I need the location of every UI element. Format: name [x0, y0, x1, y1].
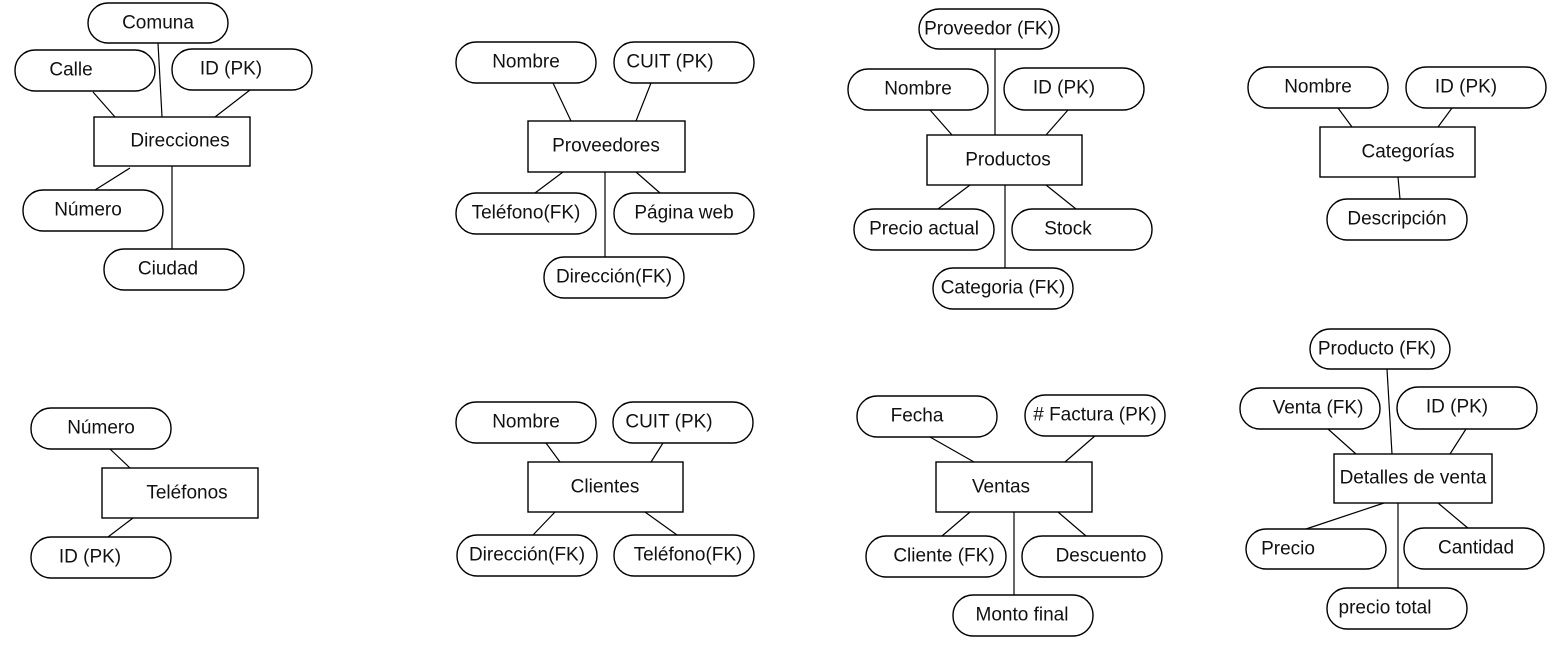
entity-group-proveedores: Proveedores Nombre CUIT (PK) Teléfono(FK…: [455, 41, 755, 299]
attr-categorias-nombre: [1247, 66, 1389, 109]
attr-clientes-telefono-label: Teléfono(FK): [634, 545, 743, 566]
attr-ventas-monto-final-label: Monto final: [976, 605, 1069, 626]
entity-telefonos-label: Teléfonos: [146, 483, 227, 504]
attr-categorias-descripcion: [1326, 198, 1468, 241]
attr-direcciones-id: [171, 48, 313, 91]
entity-detalles: [1333, 453, 1493, 504]
attr-productos-proveedor-label: Proveedor (FK): [924, 19, 1054, 40]
attr-productos-categoria-label: Categoria (FK): [941, 278, 1066, 299]
attr-proveedores-direccion: [543, 256, 685, 299]
entity-direcciones-label: Direcciones: [130, 131, 229, 152]
attr-direcciones-calle-label: Calle: [49, 60, 92, 81]
entity-telefonos: [101, 467, 259, 519]
attr-telefonos-numero-label: Número: [67, 418, 135, 439]
attr-ventas-cliente: [865, 535, 1007, 578]
attr-detalles-precio: [1245, 528, 1387, 570]
entity-direcciones: [93, 116, 251, 167]
attr-productos-stock-label: Stock: [1044, 219, 1092, 240]
attr-ventas-fecha: [856, 395, 998, 438]
attr-productos-nombre: [847, 68, 989, 111]
entity-group-telefonos: Teléfonos Número ID (PK): [30, 407, 259, 579]
entity-productos-label: Productos: [965, 150, 1051, 171]
attr-categorias-descripcion-label: Descripción: [1347, 209, 1446, 230]
entity-detalles-label: Detalles de venta: [1340, 468, 1487, 489]
attr-ventas-monto-final: [952, 594, 1094, 637]
entity-ventas-label: Ventas: [972, 477, 1030, 498]
entity-proveedores-label: Proveedores: [552, 136, 660, 157]
attr-direcciones-numero: [22, 189, 164, 232]
attr-detalles-id-label: ID (PK): [1426, 397, 1488, 418]
attr-detalles-id: [1396, 386, 1538, 430]
attr-proveedores-pagina-web-label: Página web: [634, 203, 733, 224]
attr-detalles-precio-total: [1326, 587, 1468, 630]
attr-categorias-id-label: ID (PK): [1435, 77, 1497, 98]
attr-clientes-direccion-label: Dirección(FK): [469, 545, 585, 566]
attr-proveedores-telefono: [455, 192, 597, 235]
attr-proveedores-telefono-label: Teléfono(FK): [472, 203, 581, 224]
attr-categorias-id: [1405, 66, 1547, 109]
attr-detalles-precio-total-label: precio total: [1339, 598, 1432, 619]
attr-direcciones-numero-label: Número: [54, 200, 122, 221]
attr-productos-id: [1003, 67, 1145, 111]
attr-ventas-factura: [1024, 394, 1166, 437]
attr-clientes-cuit-label: CUIT (PK): [625, 412, 712, 433]
attr-proveedores-cuit: [613, 41, 755, 84]
entity-group-clientes: Clientes Nombre CUIT (PK) Dirección(FK) …: [455, 401, 755, 577]
attr-detalles-cantidad-label: Cantidad: [1438, 538, 1514, 559]
entity-categorias-label: Categorías: [1362, 142, 1455, 163]
attr-clientes-nombre-label: Nombre: [492, 412, 560, 433]
attr-clientes-telefono: [613, 534, 755, 577]
entity-group-ventas: Ventas Fecha # Factura (PK) Cliente (FK)…: [856, 394, 1166, 637]
attr-productos-stock: [1011, 208, 1153, 251]
attr-productos-precio-actual: [853, 208, 995, 251]
attr-direcciones-id-label: ID (PK): [200, 59, 262, 80]
attr-ventas-cliente-label: Cliente (FK): [893, 546, 994, 567]
attr-clientes-nombre: [455, 401, 597, 444]
attr-ventas-fecha-label: Fecha: [891, 406, 944, 427]
entity-group-direcciones: Direcciones Comuna Calle ID (PK) Número …: [14, 2, 313, 291]
attr-ventas-descuento-label: Descuento: [1056, 546, 1147, 567]
attr-detalles-venta-label: Venta (FK): [1273, 398, 1364, 419]
attr-detalles-cantidad: [1403, 527, 1545, 570]
attr-direcciones-ciudad-label: Ciudad: [138, 259, 198, 280]
attr-direcciones-comuna-label: Comuna: [122, 13, 194, 34]
entity-group-categorias: Categorías Nombre ID (PK) Descripción: [1247, 66, 1547, 241]
attr-telefonos-id-label: ID (PK): [59, 547, 121, 568]
entity-group-productos: Productos Proveedor (FK) Nombre ID (PK) …: [847, 8, 1153, 310]
attr-proveedores-direccion-label: Dirección(FK): [556, 267, 672, 288]
attr-detalles-venta: [1239, 387, 1381, 430]
attr-direcciones-comuna: [87, 2, 229, 44]
entity-group-detalles: Detalles de venta Producto (FK) Venta (F…: [1239, 328, 1545, 630]
attr-productos-precio-actual-label: Precio actual: [869, 219, 979, 240]
attr-clientes-cuit: [612, 401, 754, 444]
attr-telefonos-id: [30, 536, 172, 579]
entity-clientes-label: Clientes: [571, 477, 640, 498]
attr-telefonos-numero: [30, 407, 172, 450]
attr-categorias-nombre-label: Nombre: [1284, 77, 1352, 98]
attr-productos-id-label: ID (PK): [1033, 78, 1095, 99]
attr-proveedores-nombre-label: Nombre: [492, 52, 560, 73]
attr-detalles-producto-label: Producto (FK): [1318, 339, 1436, 360]
attr-proveedores-pagina-web: [613, 192, 755, 235]
attr-direcciones-calle: [14, 49, 156, 92]
entity-proveedores: [527, 120, 686, 173]
entity-productos: [926, 134, 1083, 186]
attr-ventas-descuento: [1021, 535, 1163, 578]
attr-clientes-direccion: [456, 534, 598, 577]
entity-ventas: [935, 461, 1093, 513]
attr-proveedores-nombre: [455, 41, 597, 84]
entity-clientes: [527, 461, 684, 513]
attr-productos-nombre-label: Nombre: [884, 79, 952, 100]
entity-categorias: [1319, 126, 1476, 178]
attr-detalles-producto: [1309, 328, 1451, 370]
attr-ventas-factura-label: # Factura (PK): [1033, 405, 1157, 426]
attr-detalles-precio-label: Precio: [1261, 539, 1315, 560]
attr-proveedores-cuit-label: CUIT (PK): [626, 52, 713, 73]
attr-direcciones-ciudad: [103, 248, 245, 291]
attr-productos-categoria: [932, 267, 1074, 310]
attr-productos-proveedor: [918, 8, 1060, 50]
